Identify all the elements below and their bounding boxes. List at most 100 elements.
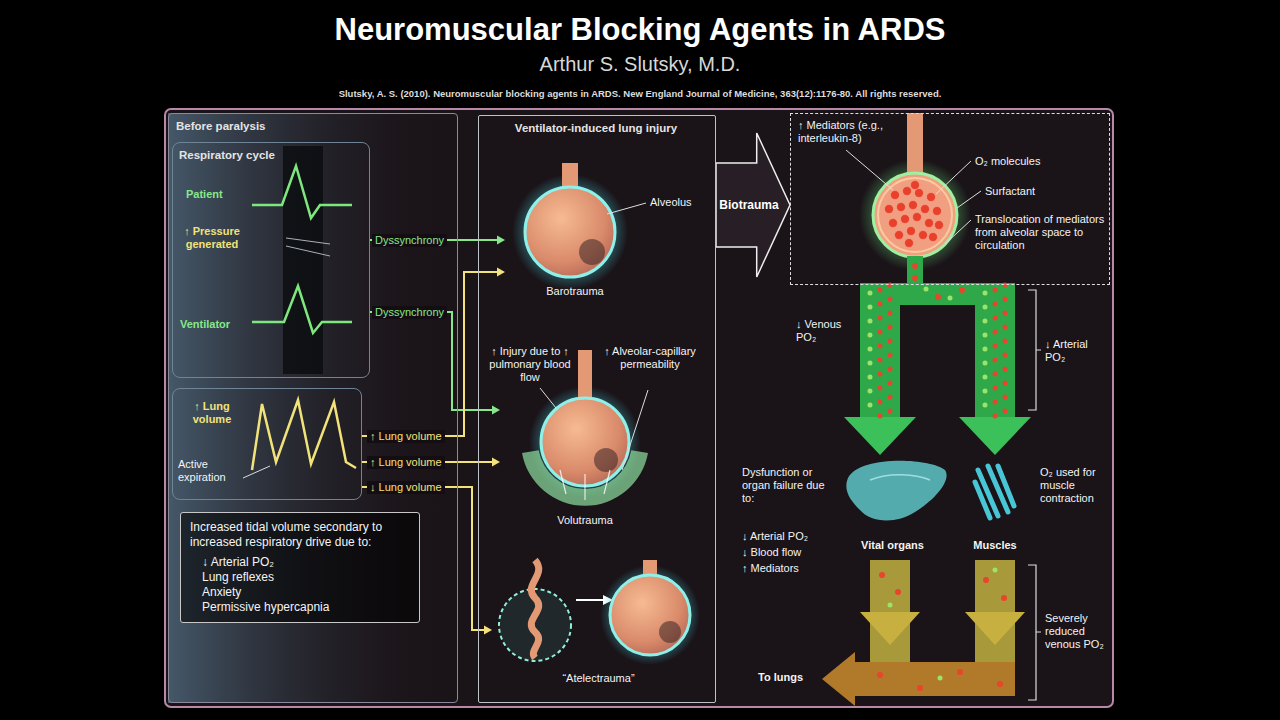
mediator-alveolus: [913, 213, 922, 222]
mediator-alveolus: [915, 189, 924, 198]
figure-caption: Muscles: [960, 539, 1030, 552]
return-band: [877, 572, 1007, 691]
organ-figure: Vital organs: [835, 455, 950, 560]
return-band: [888, 603, 893, 608]
alveolus-figure: Volutrauma: [500, 392, 670, 532]
translocation-band: [948, 296, 953, 301]
mediator-dots: [878, 285, 883, 417]
return-band: [997, 681, 1003, 687]
mediator-alveolus: [911, 181, 920, 190]
return-band: [917, 685, 923, 691]
frame: [168, 113, 458, 703]
return-band: [993, 568, 998, 573]
organ-figure: Muscles: [960, 455, 1030, 560]
liver-icon: [870, 475, 930, 480]
trace-label: Ventilator: [180, 318, 250, 331]
mediator-alveolus: [903, 187, 912, 196]
list-item: ↓ Arterial PO₂: [742, 530, 832, 543]
list-item: ↓ Blood flow: [742, 546, 832, 559]
axis-label: ↑ Pressure generated: [183, 225, 241, 251]
mediator-alveolus: [945, 220, 971, 244]
blood-band: [860, 285, 900, 417]
mediator-alveolus: [936, 161, 971, 194]
bracket: [1028, 290, 1041, 700]
bracket: [1028, 565, 1041, 700]
connector: [959, 285, 1031, 455]
list-item: ↓ Arterial PO₂: [190, 555, 410, 570]
mediator-alveolus: [957, 191, 981, 208]
mediator-dots: [868, 285, 873, 417]
connector-label: ↑ Lung volume: [367, 430, 445, 443]
mediator-alveolus: [846, 150, 893, 190]
mediator-alveolus: [935, 221, 944, 230]
connector: [362, 268, 505, 437]
frame: [165, 109, 1113, 707]
muscle-icon: [975, 482, 990, 518]
box-heading: Respiratory cycle: [179, 148, 329, 162]
volutrauma-alveolus: [540, 388, 556, 408]
list-item: Permissive hypercapnia: [190, 600, 410, 615]
liver-icon: [846, 461, 946, 521]
return-band: [1001, 595, 1007, 601]
mediator-alveolus: [846, 113, 981, 271]
volutrauma-alveolus: [541, 398, 629, 486]
volutrauma-alveolus: [560, 470, 610, 500]
callout-label: Alveolus: [650, 196, 710, 209]
flow-label: Severely reduced venous PO₂: [1045, 612, 1109, 651]
translocation-band: [912, 263, 918, 269]
callout-label: ↑ Injury due to ↑ pulmonary blood flow: [488, 345, 572, 384]
note-heading: Increased tidal volume secondary to incr…: [190, 520, 410, 550]
respiratory-trace: [252, 166, 352, 218]
mediator-dots: [993, 285, 998, 417]
barotrauma-alveolus: [512, 163, 646, 290]
respiratory-trace: [252, 146, 352, 374]
mediator-dots: [983, 285, 988, 417]
translocation-band: [912, 275, 918, 281]
volutrauma-alveolus: [522, 450, 648, 506]
volutrauma-alveolus: [578, 350, 592, 402]
connector-label: Dyssynchrony: [372, 234, 447, 247]
volutrauma-alveolus: [622, 390, 648, 470]
mediator-alveolus: [909, 201, 918, 210]
mediator-alveolus: [925, 219, 934, 228]
mediator-alveolus: [919, 231, 928, 240]
mediator-alveolus: [895, 231, 904, 240]
graph-box: Respiratory cyclePatient↑ Pressure gener…: [172, 142, 370, 378]
muscle-icon: [998, 466, 1014, 506]
translocation-band: [935, 294, 941, 300]
mediator-alveolus: [921, 205, 930, 214]
flow-label: ↓ Arterial PO₂: [1045, 338, 1109, 364]
arrow-head: [484, 626, 492, 635]
flow-label: ↓ Venous PO₂: [796, 318, 856, 344]
callout-label: Surfactant: [985, 185, 1095, 198]
big-arrow: [716, 133, 790, 277]
atelectrauma-alveoli: [610, 575, 690, 655]
mediator-alveolus: [929, 233, 938, 242]
return-band: [888, 568, 998, 681]
diagram-title: Neuromuscular Blocking Agents in ARDS: [0, 12, 1280, 48]
connector-line: [370, 312, 492, 410]
author-line: Arthur S. Slutsky, M.D.: [340, 52, 940, 76]
mediator-alveolus: [889, 219, 898, 228]
callout-label: Translocation of mediators from alveolar…: [975, 213, 1105, 252]
list-item: Lung reflexes: [190, 570, 410, 585]
return-band: [879, 572, 885, 578]
arrow-head: [497, 268, 505, 277]
callout-label: O₂ molecules: [975, 155, 1095, 168]
return-band: [860, 612, 920, 645]
figure-caption: Volutrauma: [500, 514, 670, 527]
lung-volume-trace: [243, 466, 270, 478]
connector-line: [362, 272, 497, 436]
panel-heading: Ventilator-induced lung injury: [479, 121, 713, 135]
return-band: [957, 669, 963, 675]
translocation-band: [959, 287, 965, 293]
arrow-head: [492, 406, 500, 415]
callout-label: O₂ used for muscle contraction: [1040, 466, 1108, 505]
muscle-icon: [975, 466, 1014, 518]
panel-heading: Before paralysis: [176, 119, 376, 133]
barotrauma-alveolus: [579, 239, 605, 265]
mediator-alveolus: [905, 239, 914, 248]
figure-caption: Barotrauma: [505, 285, 645, 298]
respiratory-trace: [252, 286, 352, 333]
